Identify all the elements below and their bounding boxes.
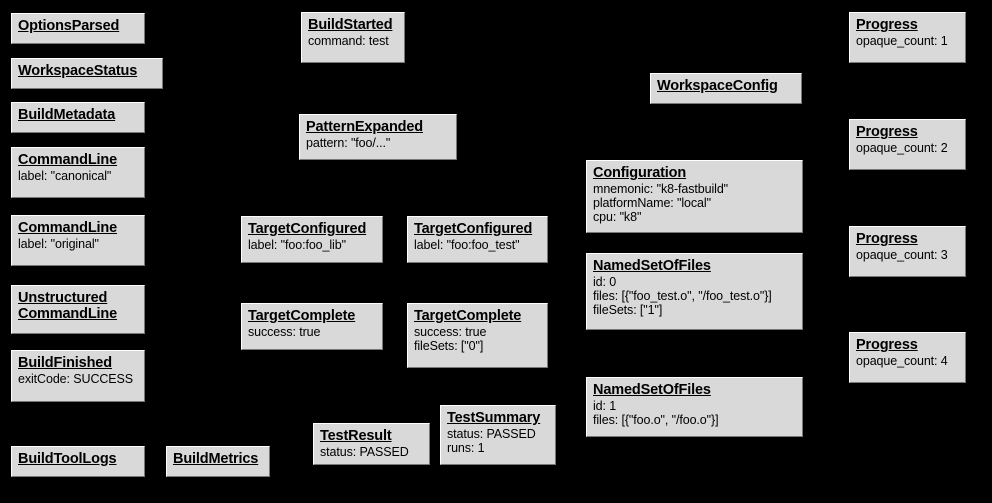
node-fields: opaque_count: 4	[856, 354, 959, 368]
node-fields: command: test	[308, 34, 398, 48]
node-fields: opaque_count: 1	[856, 34, 959, 48]
node-title: WorkspaceStatus	[18, 63, 138, 79]
node-field: opaque_count: 2	[856, 141, 948, 156]
node-options-parsed[interactable]: OptionsParsed	[11, 13, 145, 44]
node-title: NamedSetOfFiles	[593, 382, 711, 398]
node-title: CommandLine	[18, 220, 118, 236]
node-title: Progress	[856, 124, 918, 140]
node-title: BuildMetrics	[173, 451, 259, 467]
node-title: TestResult	[320, 428, 392, 444]
node-field: cpu: "k8"	[593, 210, 642, 225]
node-title: Configuration	[593, 165, 687, 181]
node-field: label: "foo:foo_lib"	[248, 238, 346, 253]
node-title: OptionsParsed	[18, 18, 120, 34]
node-field: command: test	[308, 34, 389, 49]
node-field: fileSets: ["1"]	[593, 303, 663, 318]
node-title: PatternExpanded	[306, 119, 423, 135]
node-field: id: 0	[593, 275, 617, 290]
node-field: mnemonic: "k8-fastbuild"	[593, 182, 729, 197]
node-build-tool-logs[interactable]: BuildToolLogs	[11, 446, 145, 477]
node-fields: opaque_count: 2	[856, 141, 959, 155]
node-title: WorkspaceConfig	[657, 78, 778, 94]
node-field: opaque_count: 4	[856, 354, 948, 369]
node-field: success: true	[414, 325, 487, 340]
node-fields: success: true	[248, 325, 376, 339]
node-field: id: 1	[593, 399, 617, 414]
node-title: TestSummary	[447, 410, 541, 426]
node-workspace-status[interactable]: WorkspaceStatus	[11, 58, 163, 89]
node-title: Progress	[856, 337, 918, 353]
node-fields: exitCode: SUCCESS	[18, 372, 138, 386]
node-title: TargetConfigured	[414, 221, 533, 237]
node-fields: label: "original"	[18, 237, 138, 251]
node-title: TargetConfigured	[248, 221, 367, 237]
node-workspace-config[interactable]: WorkspaceConfig	[650, 73, 802, 104]
node-build-metadata[interactable]: BuildMetadata	[11, 102, 145, 133]
node-field: status: PASSED	[447, 427, 536, 442]
node-field: opaque_count: 1	[856, 34, 948, 49]
node-title: CommandLine	[18, 152, 118, 168]
node-field: pattern: "foo/..."	[306, 136, 391, 151]
node-title: TargetComplete	[414, 308, 522, 324]
node-title: BuildMetadata	[18, 107, 116, 123]
node-field: success: true	[248, 325, 321, 340]
node-fields: label: "foo:foo_lib"	[248, 238, 376, 252]
node-field: runs: 1	[447, 441, 485, 456]
node-field: status: PASSED	[320, 445, 409, 460]
node-title: NamedSetOfFiles	[593, 258, 711, 274]
node-title: BuildFinished	[18, 355, 112, 371]
node-fields: status: PASSED	[320, 445, 423, 459]
node-fields: opaque_count: 3	[856, 248, 959, 262]
node-field: files: [{"foo.o", "/foo.o"}]	[593, 413, 719, 428]
node-field: label: "foo:foo_test"	[414, 238, 520, 253]
node-field: fileSets: ["0"]	[414, 339, 484, 354]
node-fields: label: "canonical"	[18, 169, 138, 183]
node-field: exitCode: SUCCESS	[18, 372, 134, 387]
node-title: Progress	[856, 17, 918, 33]
node-fields: mnemonic: "k8-fastbuild"platformName: "l…	[593, 182, 796, 224]
node-title: TargetComplete	[248, 308, 356, 324]
node-title: Progress	[856, 231, 918, 247]
node-field: platformName: "local"	[593, 196, 711, 211]
node-title: BuildStarted	[308, 17, 393, 33]
node-title: BuildToolLogs	[18, 451, 117, 467]
node-fields: pattern: "foo/..."	[306, 136, 450, 150]
node-unstructured-command-line[interactable]: Unstructured CommandLine	[11, 285, 145, 334]
node-title: Unstructured CommandLine	[18, 290, 118, 323]
node-fields: label: "foo:foo_test"	[414, 238, 541, 252]
node-field: files: [{"foo_test.o", "/foo_test.o"}]	[593, 289, 772, 304]
node-field: label: "original"	[18, 237, 99, 252]
node-field: opaque_count: 3	[856, 248, 948, 263]
node-field: label: "canonical"	[18, 169, 112, 184]
node-build-metrics[interactable]: BuildMetrics	[166, 446, 270, 477]
